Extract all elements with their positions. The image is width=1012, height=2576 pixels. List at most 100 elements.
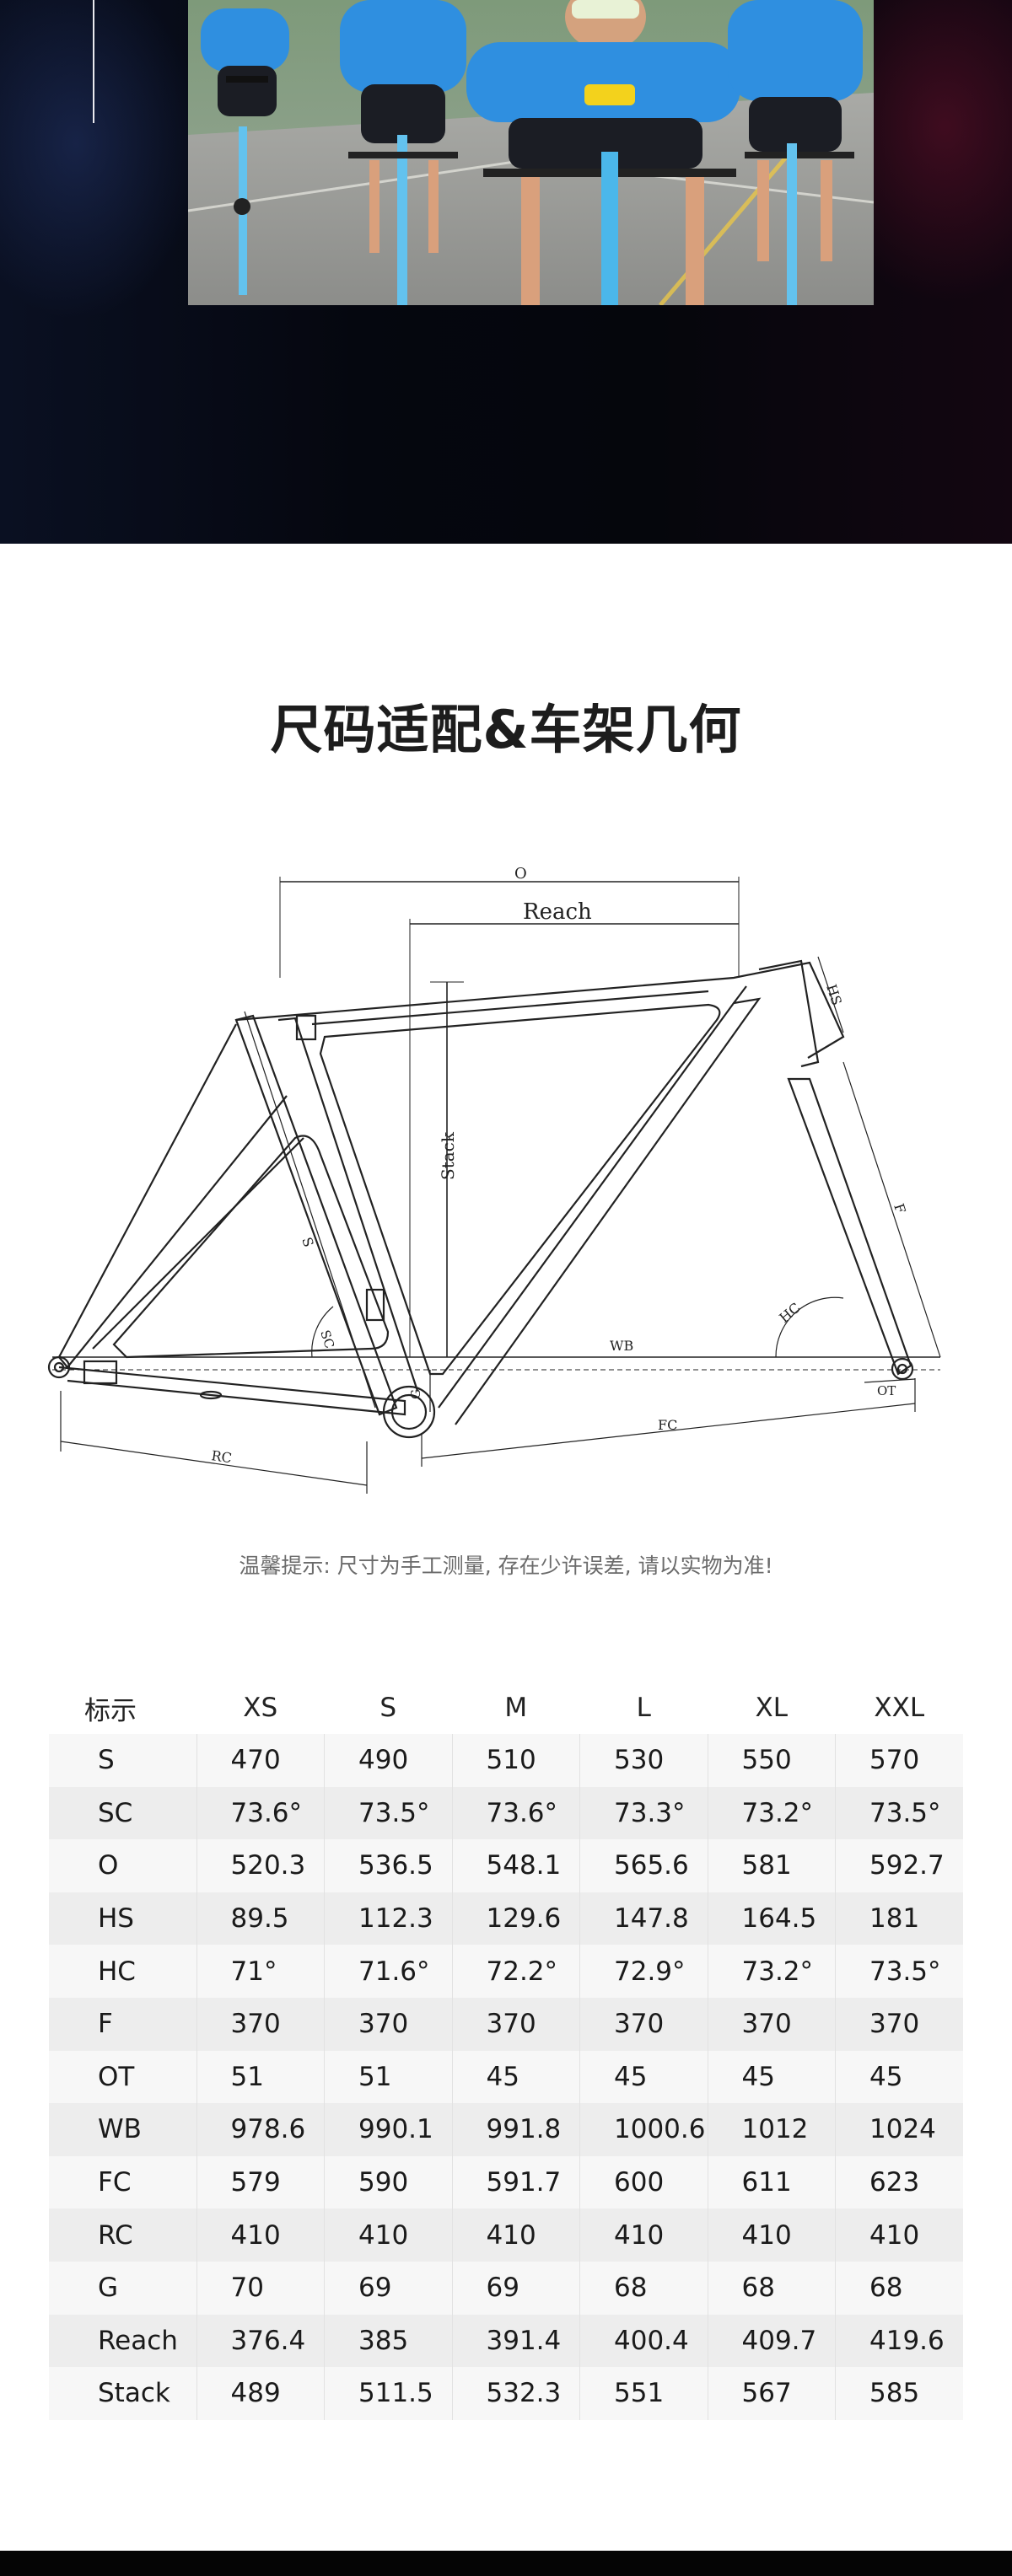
value-cell: 1000.6	[579, 2103, 708, 2156]
value-cell: 550	[707, 1734, 836, 1787]
value-cell: 1012	[707, 2103, 836, 2156]
header-size-s: S	[380, 1693, 397, 1723]
label-f: F	[891, 1201, 909, 1215]
hero-accent-line	[93, 0, 94, 123]
value-cell: 565.6	[579, 1839, 708, 1892]
value-cell: 410	[579, 2208, 708, 2262]
value-cell: 45	[835, 2050, 963, 2104]
value-cell: 73.2°	[707, 1945, 836, 1998]
measurement-note: 温馨提示: 尺寸为手工测量, 存在少许误差, 请以实物为准!	[239, 1554, 773, 1578]
value-cell: 530	[579, 1734, 708, 1787]
value-cell: 585	[835, 2367, 963, 2420]
value-cell: 991.8	[451, 2103, 580, 2156]
value-cell: 470	[196, 1734, 325, 1787]
row-label-cell: RC	[49, 2208, 196, 2262]
value-cell: 370	[196, 1997, 325, 2051]
value-cell: 71.6°	[324, 1945, 452, 1998]
label-rc: RC	[210, 1447, 233, 1466]
cycling-team-illustration	[188, 0, 874, 305]
label-fc: FC	[658, 1417, 677, 1433]
value-cell: 590	[324, 2155, 452, 2209]
table-header-row: 标示 XS S M L XL XXL	[49, 1682, 963, 1734]
value-cell: 370	[835, 1997, 963, 2051]
value-cell: 71°	[196, 1945, 325, 1998]
value-cell: 511.5	[324, 2367, 452, 2420]
dimension-wb: WB	[52, 1338, 940, 1371]
rider-2	[340, 0, 466, 305]
cycling-team-photo	[188, 0, 874, 305]
row-label-cell: FC	[49, 2155, 196, 2209]
value-cell: 990.1	[324, 2103, 452, 2156]
value-cell: 579	[196, 2155, 325, 2209]
bottom-bar	[0, 2551, 1012, 2576]
row-label-cell: OT	[49, 2050, 196, 2104]
dimension-sc: SC	[311, 1306, 337, 1358]
value-cell: 147.8	[579, 1892, 708, 1945]
dimension-o: O	[279, 865, 740, 978]
value-cell: 532.3	[451, 2367, 580, 2420]
value-cell: 370	[707, 1997, 836, 2051]
value-cell: 164.5	[707, 1892, 836, 1945]
row-label-cell: Stack	[49, 2367, 196, 2420]
value-cell: 520.3	[196, 1839, 325, 1892]
value-cell: 1024	[835, 2103, 963, 2156]
rider-1	[201, 8, 289, 295]
value-cell: 410	[835, 2208, 963, 2262]
value-cell: 370	[451, 1997, 580, 2051]
value-cell: 551	[579, 2367, 708, 2420]
value-cell: 410	[707, 2208, 836, 2262]
dimension-s: S	[244, 1011, 376, 1409]
value-cell: 410	[451, 2208, 580, 2262]
value-cell: 567	[707, 2367, 836, 2420]
value-cell: 370	[324, 1997, 452, 2051]
label-o: O	[514, 865, 527, 883]
dimension-g: G	[408, 1370, 431, 1412]
dimension-ot: OT	[864, 1378, 916, 1398]
dimension-hc: HC	[775, 1296, 844, 1358]
dimension-rc: RC	[60, 1391, 368, 1494]
row-label-cell: HS	[49, 1892, 196, 1945]
label-wb: WB	[610, 1338, 633, 1354]
bike-frame	[47, 959, 914, 1439]
value-cell: 611	[707, 2155, 836, 2209]
value-cell: 410	[324, 2208, 452, 2262]
value-cell: 73.5°	[835, 1786, 963, 1840]
value-cell: 181	[835, 1892, 963, 1945]
value-cell: 581	[707, 1839, 836, 1892]
value-cell: 385	[324, 2314, 452, 2368]
value-cell: 45	[707, 2050, 836, 2104]
label-hs: HS	[823, 982, 845, 1007]
value-cell: 419.6	[835, 2314, 963, 2368]
value-cell: 536.5	[324, 1839, 452, 1892]
value-cell: 69	[451, 2261, 580, 2315]
value-cell: 51	[324, 2050, 452, 2104]
header-size-m: M	[504, 1693, 528, 1723]
value-cell: 600	[579, 2155, 708, 2209]
value-cell: 51	[196, 2050, 325, 2104]
value-cell: 69	[324, 2261, 452, 2315]
value-cell: 112.3	[324, 1892, 452, 1945]
header-label: 标示	[84, 1695, 137, 1726]
value-cell: 592.7	[835, 1839, 963, 1892]
rider-3	[466, 0, 740, 305]
dimension-fc: FC	[421, 1378, 916, 1467]
value-cell: 591.7	[451, 2155, 580, 2209]
value-cell: 376.4	[196, 2314, 325, 2368]
value-cell: 370	[579, 1997, 708, 2051]
label-s: S	[299, 1235, 316, 1248]
value-cell: 68	[707, 2261, 836, 2315]
label-ot: OT	[877, 1383, 896, 1398]
